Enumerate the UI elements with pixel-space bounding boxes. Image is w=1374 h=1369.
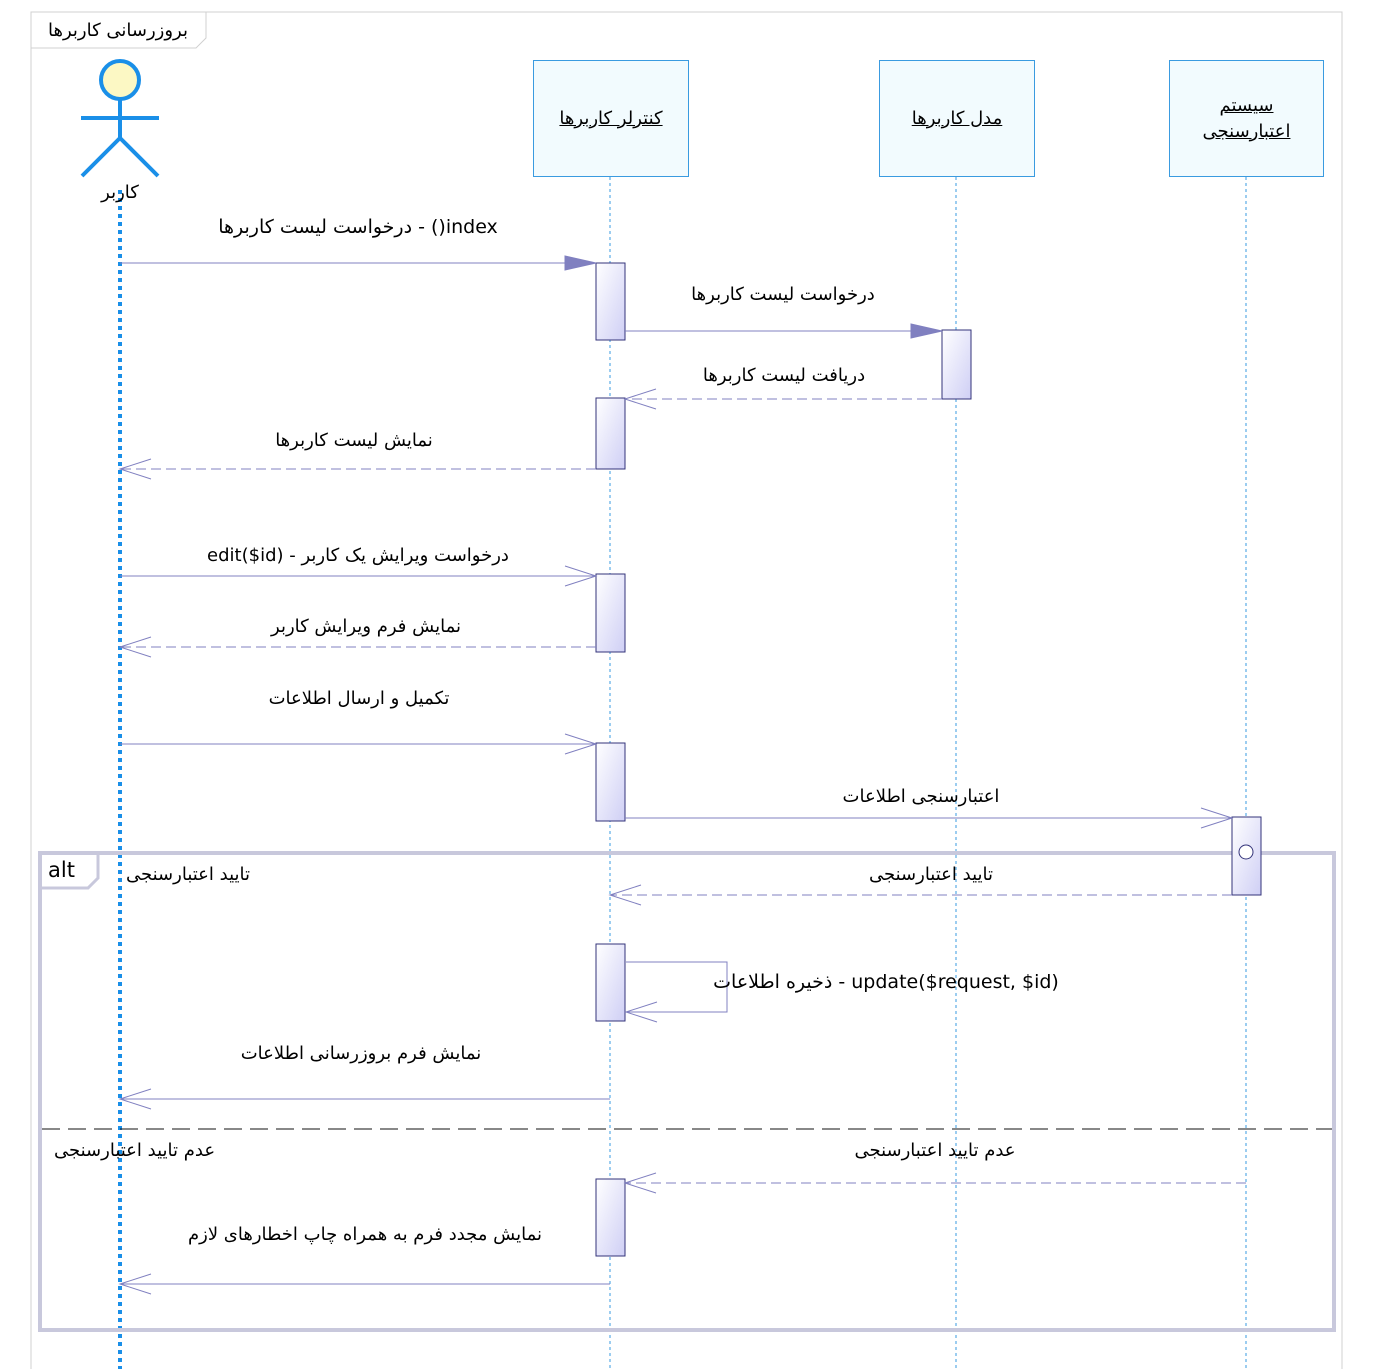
message-label: update($request, $id) - ذخیره اطلاعات [713, 971, 1059, 993]
arrowhead-open [608, 884, 642, 906]
controller-lifeline-head: کنترلر کاربرها [533, 60, 689, 177]
activation-bar [941, 329, 972, 400]
frame-title-tab [31, 12, 207, 49]
arrowhead-open [118, 458, 152, 480]
actor-head [99, 59, 141, 101]
alt-fragment-tab [40, 853, 100, 890]
actor-figure [80, 59, 160, 178]
activation-bar [595, 262, 626, 341]
arrowhead-open [118, 1088, 152, 1110]
message-label: تایید اعتبارسنجی [868, 864, 994, 885]
diagram-frame [30, 11, 1343, 1369]
alt-fragment [38, 851, 1336, 1332]
arrowhead-open [118, 636, 152, 658]
message-label: عدم تایید اعتبارسنجی [854, 1140, 1016, 1161]
arrowhead-open [1200, 807, 1234, 829]
arrowhead-open [623, 388, 657, 410]
arrowhead-filled [564, 255, 597, 271]
arrowhead-open [564, 733, 598, 755]
model-lifeline-head: مدل کاربرها [879, 60, 1035, 177]
activation-bar [595, 1178, 626, 1257]
activation-bar [595, 943, 626, 1022]
model-lifeline-label: مدل کاربرها [911, 107, 1003, 129]
message-label: index() - درخواست لیست کاربرها [218, 216, 498, 238]
message-arrows [118, 255, 1246, 1295]
message-label: نمایش لیست کاربرها [275, 430, 433, 451]
message-label: تکمیل و ارسال اطلاعات [268, 688, 450, 709]
message-label: اعتبارسنجی اطلاعات [842, 786, 1000, 807]
arrowhead-filled [910, 323, 943, 339]
auth-lifeline-label: سیستم اعتبارسنجی [1202, 94, 1291, 142]
alt-guard-1: تایید اعتبارسنجی [126, 864, 251, 885]
message-label: نمایش فرم ویرایش کاربر [271, 616, 461, 637]
auth-lifeline-head: سیستم اعتبارسنجی [1169, 60, 1324, 177]
activation-bar [595, 397, 626, 470]
actor-label: کاربر [101, 182, 139, 203]
arrowhead-open [623, 1172, 657, 1194]
diagram-title: بروزرسانی کاربرها [48, 20, 188, 41]
controller-lifeline-label: کنترلر کاربرها [559, 107, 663, 129]
self-call-arrowhead [624, 1001, 658, 1023]
message-label: دریافت لیست کاربرها [702, 365, 866, 386]
arrowhead-open [564, 565, 598, 587]
alt-guard-2: عدم تایید اعتبارسنجی [54, 1140, 216, 1161]
self-call-loop [626, 961, 728, 1013]
activation-bar [595, 573, 626, 653]
activation-bars [595, 262, 1262, 1257]
message-label: نمایش مجدد فرم به همراه چاپ اخطارهای لاز… [187, 1224, 543, 1245]
alt-operator-label: alt [48, 858, 75, 882]
auth-activation-marker [1238, 844, 1254, 860]
message-label: نمایش فرم بروزرسانی اطلاعات [240, 1043, 482, 1064]
message-label: درخواست لیست کاربرها [691, 284, 875, 305]
arrowhead-open [118, 1273, 152, 1295]
message-label: درخواست ویرایش یک کاربر - edit($id) [207, 545, 509, 566]
activation-bar [595, 742, 626, 822]
